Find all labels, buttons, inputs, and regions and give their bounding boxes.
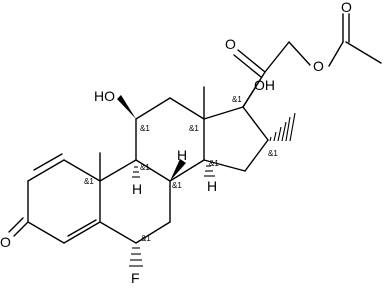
ring-d bbox=[203, 106, 269, 172]
c17-hydroxyl-label: OH bbox=[254, 77, 275, 93]
stereo-label-c16: &1 bbox=[268, 149, 278, 158]
side-chain bbox=[233, 13, 382, 108]
ring-b bbox=[99, 152, 171, 244]
stereo-label-c14: &1 bbox=[209, 159, 219, 168]
acetyl-oxygen-label: O bbox=[341, 0, 352, 15]
stereo-bonds bbox=[117, 95, 296, 267]
stereo-label-c9: &1 bbox=[140, 163, 150, 172]
c11-hydroxyl-label: HO bbox=[94, 88, 115, 104]
stereo-label-c17: &1 bbox=[232, 95, 242, 104]
fluorine-label: F bbox=[131, 270, 140, 286]
c9-hydrogen-label: H bbox=[132, 181, 142, 197]
stereo-label-c13: &1 bbox=[189, 124, 199, 133]
c8-hydrogen-label: H bbox=[177, 147, 187, 163]
c20-oxygen-label: O bbox=[225, 36, 236, 52]
stereo-label-c11: &1 bbox=[140, 124, 150, 133]
c14-hydrogen-label: H bbox=[207, 178, 217, 194]
ring-a bbox=[8, 153, 101, 244]
ester-oxygen-label: O bbox=[313, 58, 324, 74]
stereo-label-c10: &1 bbox=[84, 177, 94, 186]
stereo-label-c6: &1 bbox=[141, 234, 151, 243]
ring-c bbox=[135, 86, 205, 182]
ketone-oxygen-label: O bbox=[0, 234, 11, 250]
stereo-label-c8: &1 bbox=[172, 181, 182, 190]
